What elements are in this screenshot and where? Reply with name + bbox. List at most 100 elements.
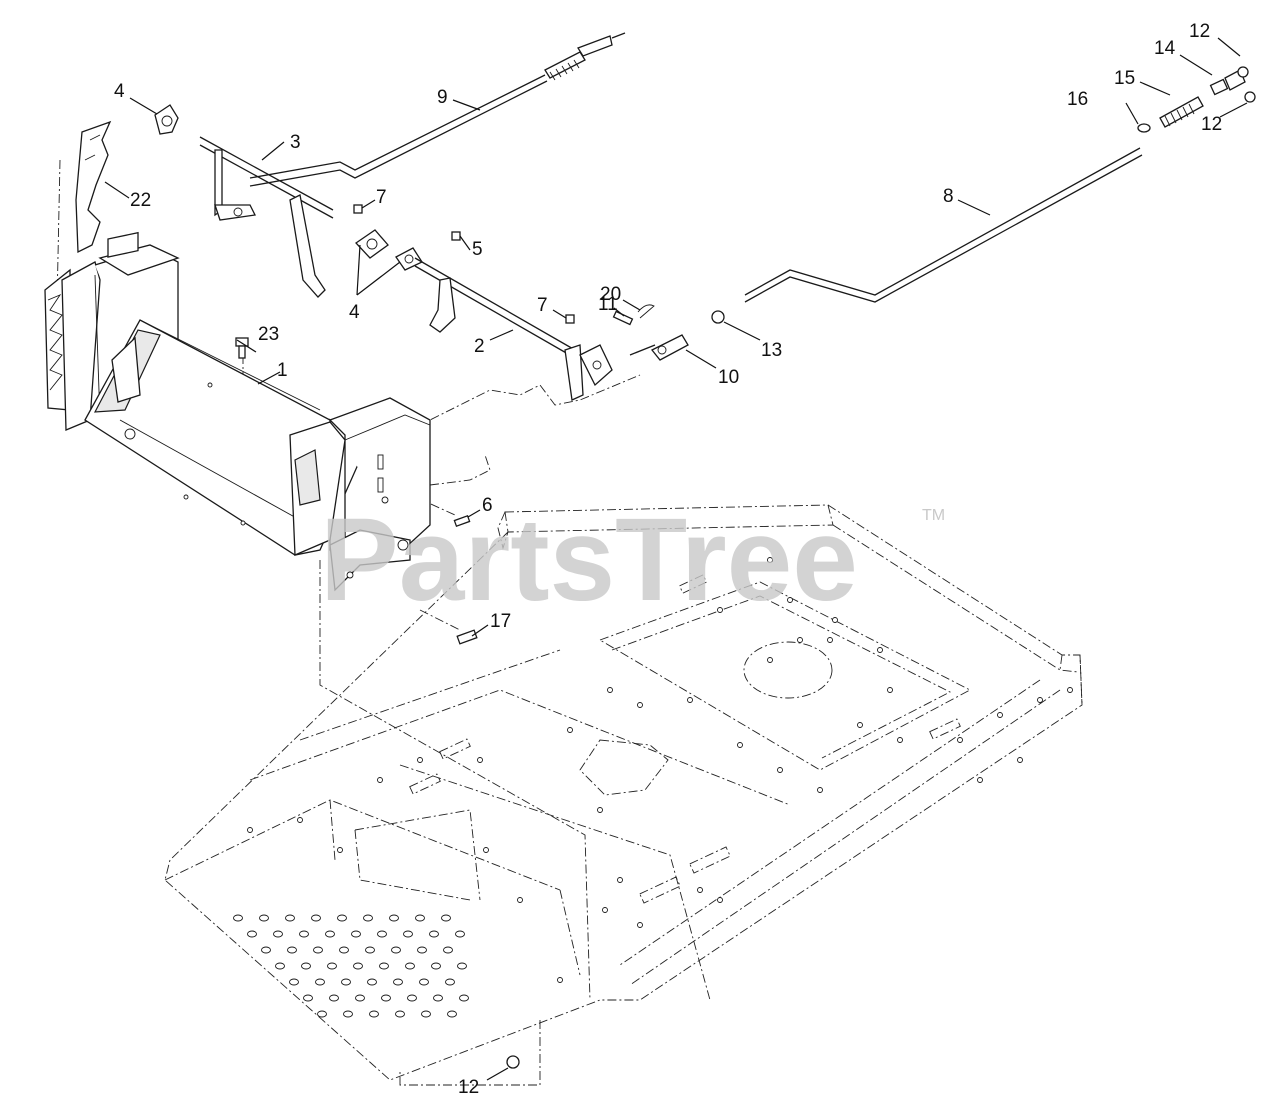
- floor-dimple: [341, 978, 351, 986]
- floor-dimple: [261, 946, 271, 954]
- callout-4b: 4: [349, 302, 360, 323]
- callout-7a: 7: [376, 187, 387, 208]
- callout-3: 3: [290, 132, 301, 153]
- floor-dimple: [353, 962, 363, 970]
- callout-20: 20: [600, 284, 621, 305]
- part-22-panel: [75, 120, 112, 254]
- callout-12c: 12: [458, 1077, 479, 1098]
- floor-dimple: [343, 1010, 353, 1018]
- floor-dimples: [233, 914, 469, 1018]
- frame-hole: [817, 787, 823, 793]
- floor-dimple: [455, 930, 465, 938]
- parts-8-13-rod: [711, 147, 1143, 324]
- floor-dimple: [459, 994, 469, 1002]
- floor-dimple: [445, 978, 455, 986]
- floor-dimple: [273, 930, 283, 938]
- callout-4a: 4: [114, 81, 125, 102]
- floor-dimple: [457, 962, 467, 970]
- frame-hole: [1037, 697, 1043, 703]
- frame-hole: [297, 817, 303, 823]
- floor-dimple: [289, 978, 299, 986]
- watermark: PartsTree TM: [320, 494, 945, 626]
- parts-10-11-20-clevis: [612, 304, 689, 361]
- floor-dimple: [313, 946, 323, 954]
- frame-hole: [977, 777, 983, 783]
- floor-dimple: [339, 946, 349, 954]
- callout-6: 6: [482, 495, 493, 516]
- frame-hole: [607, 687, 613, 693]
- frame-hole: [557, 977, 563, 983]
- part-3-shaft: [199, 32, 626, 298]
- floor-dimple: [403, 930, 413, 938]
- callout-10: 10: [718, 367, 739, 388]
- floor-dimple: [247, 930, 257, 938]
- frame-hole: [567, 727, 573, 733]
- callout-16: 16: [1067, 89, 1088, 110]
- floor-dimple: [391, 946, 401, 954]
- frame-hole: [877, 647, 883, 653]
- frame-hole: [687, 697, 693, 703]
- frame-assembly: [164, 504, 1083, 1081]
- frame-hole: [897, 737, 903, 743]
- frame-hole: [637, 922, 643, 928]
- floor-dimple: [355, 994, 365, 1002]
- floor-dimple: [351, 930, 361, 938]
- frame-hole: [617, 877, 623, 883]
- floor-dimple: [405, 962, 415, 970]
- floor-dimple: [311, 914, 321, 922]
- floor-dimple: [421, 1010, 431, 1018]
- floor-dimple: [299, 930, 309, 938]
- frame-hole: [827, 637, 833, 643]
- frame-hole: [777, 767, 783, 773]
- floor-dimple: [365, 946, 375, 954]
- part-1-console-housing: [44, 231, 431, 592]
- floor-dimple: [417, 946, 427, 954]
- floor-dimple: [337, 914, 347, 922]
- callout-8: 8: [943, 186, 954, 207]
- floor-dimple: [259, 914, 269, 922]
- callout-2: 2: [474, 336, 485, 357]
- callout-labels: 1 2 3 4 4 5 6 7 7 8 9 10 11 12 12 12 13 …: [114, 21, 1222, 1098]
- frame-hole: [857, 722, 863, 728]
- floor-dimple: [429, 930, 439, 938]
- floor-dimple: [415, 914, 425, 922]
- frame-hole: [337, 847, 343, 853]
- floor-dimple: [381, 994, 391, 1002]
- callout-12b: 12: [1201, 114, 1222, 135]
- floor-dimple: [367, 978, 377, 986]
- part-23-bolt: [235, 337, 249, 359]
- parts-7-4-5-middle: [353, 204, 576, 359]
- frame-hole: [637, 702, 643, 708]
- floor-dimple: [303, 994, 313, 1002]
- callout-13: 13: [761, 340, 782, 361]
- callout-1: 1: [277, 360, 288, 381]
- callout-12a: 12: [1189, 21, 1210, 42]
- frame-hole: [477, 757, 483, 763]
- frame-hole: [377, 777, 383, 783]
- callout-17: 17: [490, 611, 511, 632]
- callout-9: 9: [437, 87, 448, 108]
- frame-hole: [887, 687, 893, 693]
- floor-dimple: [369, 1010, 379, 1018]
- frame-hole: [787, 597, 793, 603]
- frame-hole: [597, 807, 603, 813]
- frame-hole: [832, 617, 838, 623]
- floor-dimple: [315, 978, 325, 986]
- floor-dimple: [431, 962, 441, 970]
- frame-hole: [737, 742, 743, 748]
- floor-dimple: [327, 962, 337, 970]
- frame-hole: [717, 607, 723, 613]
- floor-dimple: [301, 962, 311, 970]
- callout-15: 15: [1114, 68, 1135, 89]
- floor-dimple: [317, 1010, 327, 1018]
- floor-dimple: [433, 994, 443, 1002]
- callout-11: 11: [598, 294, 618, 315]
- frame-hole: [957, 737, 963, 743]
- floor-dimple: [377, 930, 387, 938]
- floor-dimple: [325, 930, 335, 938]
- frame-hole: [767, 657, 773, 663]
- callout-23: 23: [258, 324, 279, 345]
- floor-dimple: [395, 1010, 405, 1018]
- callout-22: 22: [130, 190, 151, 211]
- watermark-trademark: TM: [922, 507, 945, 524]
